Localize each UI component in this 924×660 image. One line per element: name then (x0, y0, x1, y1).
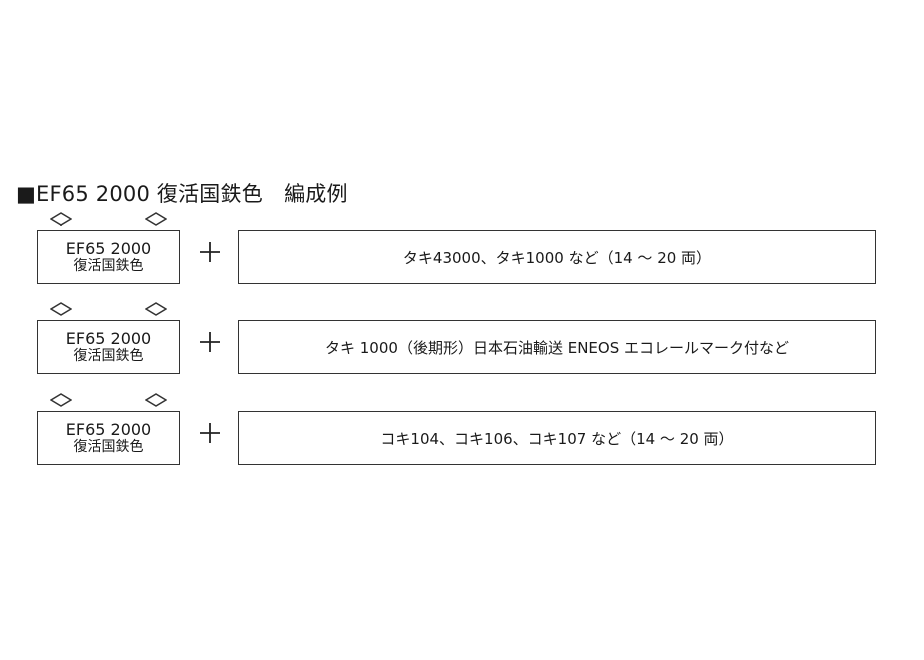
locomotive-model: EF65 2000 (65, 328, 152, 348)
locomotive-box: EF65 2000 復活国鉄色 (37, 320, 180, 374)
pantograph-icon (145, 393, 167, 407)
locomotive-box: EF65 2000 復活国鉄色 (37, 411, 180, 465)
diagram-title: ■EF65 2000 復活国鉄色 編成例 (16, 182, 348, 206)
pantograph-icon (50, 302, 72, 316)
locomotive-model: EF65 2000 (65, 419, 152, 439)
consist-row-3: EF65 2000 復活国鉄色 コキ104、コキ106、コキ107 など（14 … (0, 393, 924, 473)
plus-icon (198, 421, 222, 445)
plus-icon (198, 330, 222, 354)
plus-icon (198, 240, 222, 264)
consist-box: タキ 1000（後期形）日本石油輸送 ENEOS エコレールマーク付など (238, 320, 876, 374)
consist-box: コキ104、コキ106、コキ107 など（14 ～ 20 両） (238, 411, 876, 465)
locomotive-livery: 復活国鉄色 (73, 348, 144, 365)
pantograph-icon (145, 212, 167, 226)
consist-row-2: EF65 2000 復活国鉄色 タキ 1000（後期形）日本石油輸送 ENEOS… (0, 302, 924, 382)
pantograph-icon (145, 302, 167, 316)
locomotive-model: EF65 2000 (65, 238, 152, 258)
consist-box: タキ43000、タキ1000 など（14 ～ 20 両） (238, 230, 876, 284)
locomotive-livery: 復活国鉄色 (73, 439, 144, 456)
locomotive-box: EF65 2000 復活国鉄色 (37, 230, 180, 284)
consist-row-1: EF65 2000 復活国鉄色 タキ43000、タキ1000 など（14 ～ 2… (0, 212, 924, 292)
pantograph-icon (50, 212, 72, 226)
pantograph-icon (50, 393, 72, 407)
locomotive-livery: 復活国鉄色 (73, 258, 144, 275)
